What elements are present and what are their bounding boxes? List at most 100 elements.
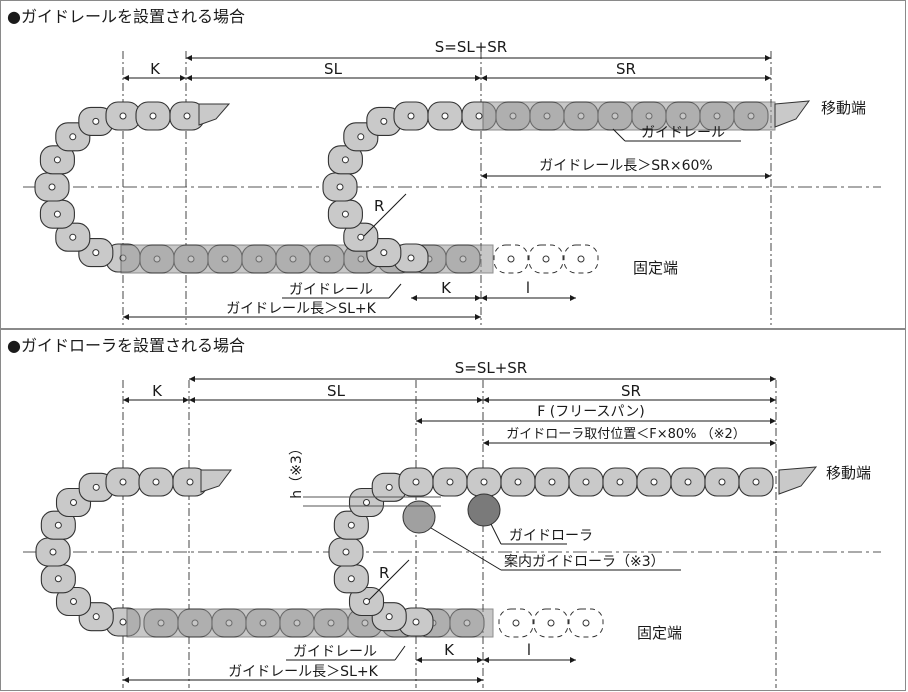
- link-pin: [49, 548, 57, 556]
- guide-roller-panel-title: ●ガイドローラを設置される場合: [7, 336, 245, 355]
- fixed-end-label: 固定端: [633, 259, 678, 277]
- link-pin: [341, 156, 349, 164]
- guide-roller-label: ガイドローラ: [509, 528, 593, 544]
- fixed-end-label: 固定端: [637, 624, 682, 642]
- arrow-head: [481, 173, 487, 179]
- link-pin: [48, 183, 56, 191]
- link-pin: [54, 575, 62, 583]
- link-pin: [542, 255, 550, 263]
- dim-k-label: K: [152, 382, 163, 400]
- link-pin: [119, 478, 127, 486]
- dim-s-label: S=SL+SR: [435, 38, 507, 56]
- dim-sr-label: SR: [616, 60, 636, 78]
- arrow-head: [770, 397, 776, 403]
- guide-roller-inner-circle: [402, 500, 436, 534]
- moving-end-ghost-link: [528, 244, 564, 274]
- link-pin: [582, 478, 590, 486]
- dim-sl-label: SL: [324, 60, 343, 78]
- guide-roller-leader: [490, 523, 502, 545]
- link-pin: [650, 478, 658, 486]
- link-pin: [718, 478, 726, 486]
- arrow-head: [186, 55, 192, 61]
- guide-rail: [126, 608, 494, 638]
- link-pin: [684, 478, 692, 486]
- link-pin: [548, 478, 556, 486]
- arrow-head: [770, 440, 776, 446]
- guide-roller-inner-leader: [430, 527, 502, 571]
- link-pin: [70, 597, 78, 605]
- arrow-head: [570, 295, 576, 301]
- link-pin: [512, 619, 520, 627]
- dim-sl-label: SL: [327, 382, 346, 400]
- guide-rail-lower: [120, 244, 494, 274]
- arrow-head: [770, 376, 776, 382]
- link-pin: [336, 183, 344, 191]
- arrow-head: [123, 75, 129, 81]
- dim-k2-label: K: [444, 641, 455, 659]
- link-pin: [363, 499, 371, 507]
- left-chain-end: [198, 103, 231, 126]
- arrow-head: [483, 397, 489, 403]
- link-pin: [752, 478, 760, 486]
- left-chain-end: [200, 469, 232, 493]
- dim-l-label: l: [527, 641, 531, 659]
- link-pin: [385, 613, 393, 621]
- link-pin: [412, 478, 420, 486]
- link-pin: [341, 210, 349, 218]
- arrow-head: [483, 440, 489, 446]
- moving-chain-end: [778, 466, 818, 495]
- arrow-head: [183, 397, 189, 403]
- link-pin: [119, 618, 127, 626]
- link-pin: [480, 478, 488, 486]
- link-pin: [69, 133, 77, 141]
- arrow-head: [475, 75, 481, 81]
- moving-chain-end: [774, 100, 811, 128]
- dim-k-label: K: [150, 60, 161, 78]
- guide-roller-circle: [467, 493, 501, 527]
- link-pin: [616, 478, 624, 486]
- moving-end-label: 移動端: [826, 464, 871, 482]
- free-span-label: F (フリースパン): [537, 404, 644, 420]
- link-pin: [357, 233, 365, 241]
- moving-end-ghost-link: [533, 608, 569, 638]
- link-pin: [186, 478, 194, 486]
- link-pin: [53, 210, 61, 218]
- arrow-head: [481, 295, 487, 301]
- link-pin: [92, 249, 100, 257]
- guide-rail-panel-title: ●ガイドレールを設置される場合: [7, 7, 245, 26]
- guide-roller-inner-label: 案内ガイドローラ（※3）: [504, 553, 665, 570]
- link-pin: [70, 499, 78, 507]
- guide-rail-upper: [482, 101, 776, 131]
- link-pin: [380, 249, 388, 257]
- dim-k2-label: K: [441, 279, 452, 297]
- link-pin: [92, 117, 100, 125]
- arrow-head: [416, 418, 422, 424]
- link-pin: [92, 483, 100, 491]
- arrow-head: [570, 657, 576, 663]
- arrow-head: [475, 295, 481, 301]
- link-pin: [357, 133, 365, 141]
- h-label: h（※3）: [289, 441, 305, 499]
- arrow-head: [765, 75, 771, 81]
- link-pin: [152, 478, 160, 486]
- radius-leader: [368, 559, 410, 601]
- radius-label: R: [379, 564, 389, 582]
- link-pin: [149, 112, 157, 120]
- radius-label: R: [374, 197, 384, 215]
- arrow-head: [770, 418, 776, 424]
- link-pin: [380, 117, 388, 125]
- arrow-head: [765, 55, 771, 61]
- link-pin: [347, 575, 355, 583]
- link-pin: [342, 548, 350, 556]
- arrow-head: [416, 657, 422, 663]
- link-pin: [54, 521, 62, 529]
- arrow-head: [477, 657, 483, 663]
- dim-sr-label: SR: [621, 382, 641, 400]
- arrow-head: [765, 173, 771, 179]
- link-pin: [183, 112, 191, 120]
- arrow-head: [481, 75, 487, 81]
